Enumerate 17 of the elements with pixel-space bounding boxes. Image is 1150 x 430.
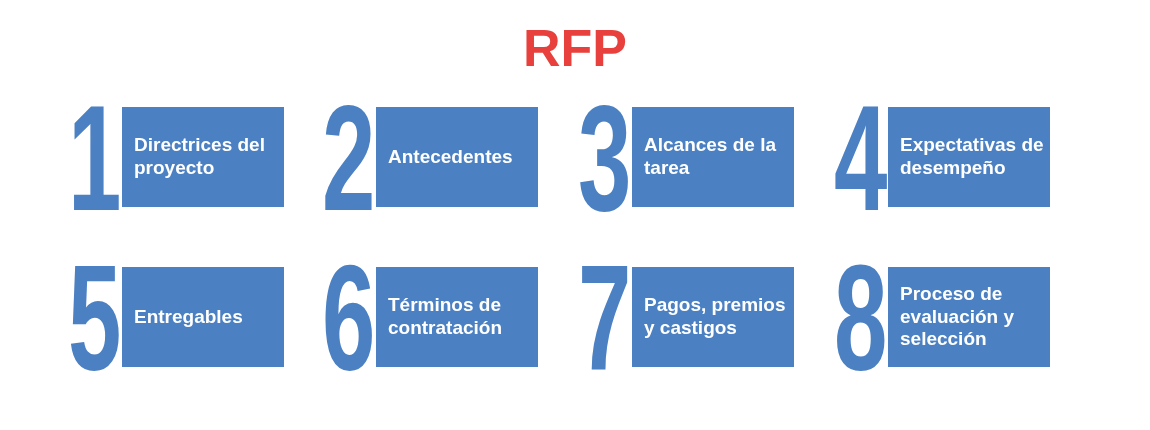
step-label: Antecedentes xyxy=(388,145,513,169)
step-number: 2 xyxy=(322,102,376,215)
step-number: 1 xyxy=(68,102,122,215)
title: RFP xyxy=(523,18,627,78)
step-number: 3 xyxy=(578,102,632,215)
step-label: Alcances de la tarea xyxy=(644,134,778,180)
step-number: 5 xyxy=(68,262,122,375)
step-label: Pagos, premios y castigos xyxy=(644,294,787,340)
step-number: 7 xyxy=(578,262,632,375)
step-label: Expectativas de desempeño xyxy=(900,134,1044,180)
step-label: Términos de contratación xyxy=(388,294,504,340)
step-number: 8 xyxy=(834,262,888,375)
step-label: Directrices del proyecto xyxy=(134,134,266,180)
step-number: 4 xyxy=(834,102,888,215)
step-number: 6 xyxy=(322,262,376,375)
step-label: Entregables xyxy=(134,305,243,329)
step-label: Proceso de evaluación y selección xyxy=(900,282,1016,352)
